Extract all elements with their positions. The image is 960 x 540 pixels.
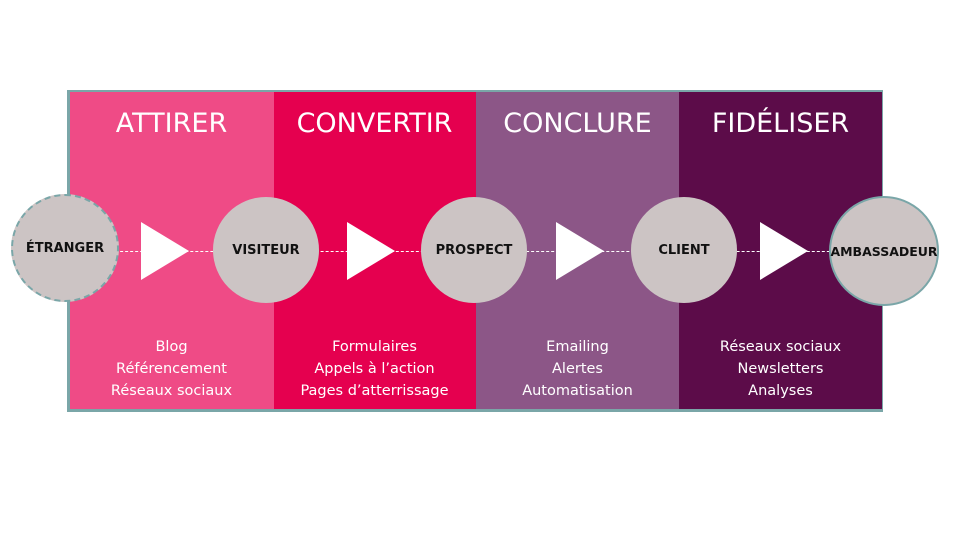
- list-item: Emailing: [546, 339, 609, 355]
- node-label: VISITEUR: [232, 242, 300, 258]
- list-item: Newsletters: [737, 361, 824, 377]
- stage-title-fideliser: FIDÉLISER: [711, 108, 850, 139]
- node-visiteur: VISITEUR: [213, 197, 319, 303]
- list-item: Pages d’atterrissage: [300, 383, 449, 399]
- node-label: ÉTRANGER: [25, 240, 105, 256]
- stage-list-conclure: Emailing Alertes Automatisation: [475, 336, 680, 402]
- list-item: Blog: [155, 339, 188, 355]
- stage-list-attirer: Blog Référencement Réseaux sociaux: [69, 336, 274, 402]
- node-ambassadeur: AMBASSADEUR: [829, 196, 939, 306]
- stage-title-conclure: CONCLURE: [503, 108, 652, 139]
- list-item: Formulaires: [332, 339, 417, 355]
- node-prospect: PROSPECT: [421, 197, 527, 303]
- list-item: Analyses: [748, 383, 813, 399]
- list-item: Alertes: [552, 361, 603, 377]
- node-label: PROSPECT: [435, 242, 513, 258]
- list-item: Référencement: [116, 361, 227, 377]
- list-item: Réseaux sociaux: [110, 383, 233, 399]
- node-label: CLIENT: [658, 242, 710, 258]
- arrow-right-icon: [347, 222, 395, 280]
- node-label: AMBASSADEUR: [830, 243, 938, 259]
- stage-title-attirer: ATTIRER: [115, 108, 228, 139]
- stage-list-convertir: Formulaires Appels à l’action Pages d’at…: [272, 336, 477, 402]
- arrow-right-icon: [760, 222, 808, 280]
- stage-list-fideliser: Réseaux sociaux Newsletters Analyses: [678, 336, 883, 402]
- node-client: CLIENT: [631, 197, 737, 303]
- node-etranger: ÉTRANGER: [11, 194, 119, 302]
- list-item: Appels à l’action: [314, 361, 435, 377]
- stage-title-convertir: CONVERTIR: [296, 108, 453, 139]
- list-item: Réseaux sociaux: [719, 339, 842, 355]
- arrow-right-icon: [141, 222, 189, 280]
- arrow-right-icon: [556, 222, 604, 280]
- list-item: Automatisation: [522, 383, 633, 399]
